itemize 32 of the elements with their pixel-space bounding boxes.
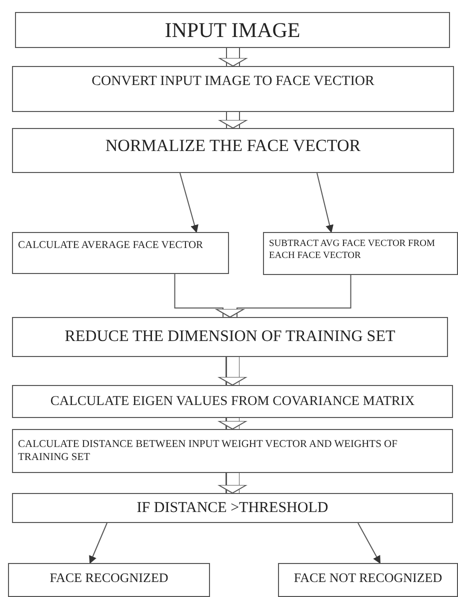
step-text: CALCULATE EIGEN VALUES FROM COVARIANCE MATRIX [50, 393, 415, 410]
step-text: CONVERT INPUT IMAGE TO FACE VECTIOR [92, 73, 374, 90]
step-text: CALCULATE AVERAGE FACE VECTOR [18, 239, 204, 252]
block-arrow [218, 473, 247, 494]
step-text: NORMALIZE THE FACE VECTOR [105, 135, 361, 156]
arrow [316, 172, 334, 233]
step-text: FACE NOT RECOGNIZED [294, 570, 442, 586]
arrow [89, 522, 108, 564]
process-box [12, 385, 453, 418]
process-box [12, 66, 454, 112]
process-box [12, 128, 454, 173]
step-text: CALCULATE DISTANCE BETWEEN INPUT WEIGHT VECTOR AND WEIGHTS OF TRAINING SET [18, 438, 398, 464]
block-arrow [218, 357, 247, 386]
process-box [12, 232, 229, 274]
arrow [179, 172, 198, 233]
process-box [12, 429, 453, 473]
process-box [263, 232, 458, 275]
process-box [278, 563, 458, 597]
process-box [15, 12, 450, 48]
step-text: FACE RECOGNIZED [50, 570, 168, 586]
step-text: IF DISTANCE >THRESHOLD [136, 498, 328, 518]
process-box [12, 317, 448, 357]
step-text: SUBTRACT AVG FACE VECTOR FROM EACH FACE VECTOR [269, 239, 436, 263]
merge-arrow [216, 274, 352, 318]
block-arrow [218, 112, 248, 128]
block-arrow [218, 48, 248, 66]
step-text: INPUT IMAGE [164, 16, 300, 44]
arrow [358, 522, 380, 564]
process-box [12, 493, 453, 523]
block-arrow [218, 418, 247, 430]
process-box [8, 563, 210, 597]
step-text: REDUCE THE DIMENSION OF TRAINING SET [64, 327, 396, 347]
